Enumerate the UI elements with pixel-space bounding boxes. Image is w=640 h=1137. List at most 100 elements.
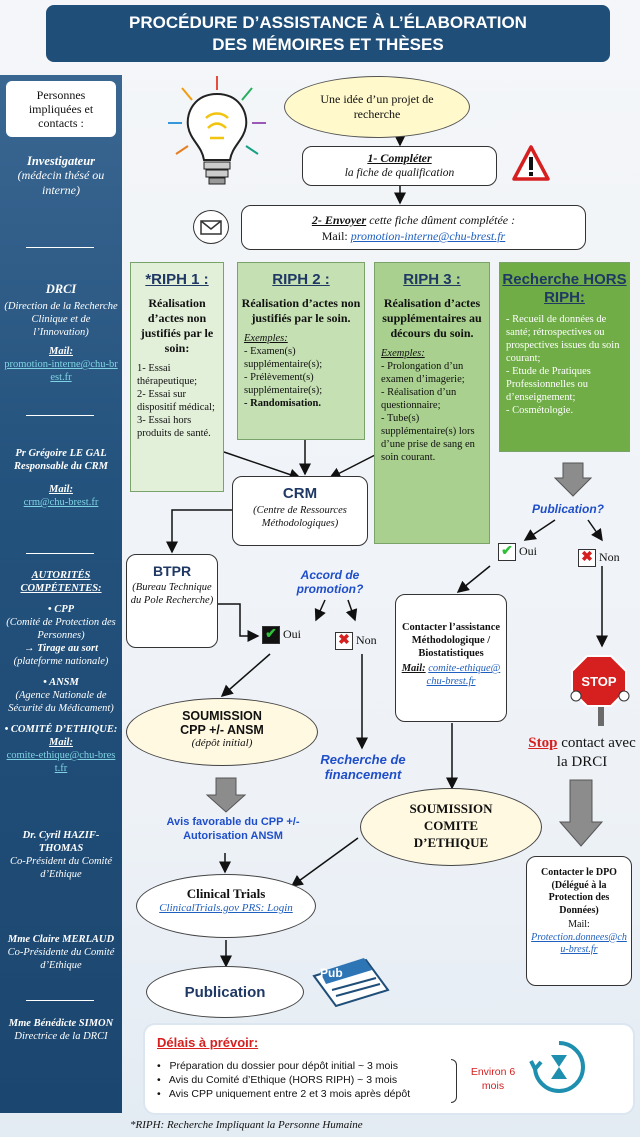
clinical-trials-title: Clinical Trials (186, 886, 266, 901)
gal-mail-link[interactable]: crm@chu-brest.fr (23, 497, 99, 508)
drci-title: DRCI (45, 282, 77, 296)
simon-name: Mme Bénédicte SIMON (8, 1018, 114, 1029)
gal-mail-label: Mail: (49, 484, 73, 495)
step2-mail: Mail: promotion-interne@chu-brest.fr (321, 229, 506, 243)
crm-box[interactable]: CRM (Centre de Ressources Méthodologique… (232, 476, 368, 546)
publication-question: Publication? (532, 502, 604, 516)
dpo-mail-link[interactable]: Protection.donnees@chu-brest.fr (531, 931, 627, 956)
investigateur-sub: (médecin thésé ou interne) (17, 168, 105, 197)
list-item: - Prélèvement(s) supplémentaire(s); (244, 372, 323, 396)
tirage-label: → Tirage au sort (24, 643, 98, 654)
riph2-box: RIPH 2 : Réalisation d’actes non justifi… (237, 262, 365, 440)
arrow-oui-to-soumission (220, 653, 271, 697)
soumission-cpp-line2: CPP +/- ANSM (180, 723, 264, 737)
publication-non[interactable]: ✖ Non (578, 549, 620, 567)
comite-label: • COMITÉ D’ETHIQUE: (4, 724, 118, 735)
riph3-box: RIPH 3 : Réalisation d’actes supplémenta… (374, 262, 490, 544)
comite-mail-label: Mail: (49, 737, 73, 748)
soumission-cpp-ellipse: SOUMISSION CPP +/- ANSM (dépôt initial) (126, 698, 318, 766)
arrow-comite-to-clinical (290, 837, 359, 887)
step1-title: 1- Compléter (367, 151, 432, 165)
accord-oui[interactable]: ✔ Oui (262, 626, 301, 644)
btpr-box[interactable]: BTPR (Bureau Technique du Pole Recherche… (126, 554, 218, 648)
contacter-assistance-box[interactable]: Contacter l’assistance Méthodologique / … (395, 594, 507, 722)
step1-box[interactable]: 1- Compléter la fiche de qualification (302, 146, 497, 186)
publication-oui[interactable]: ✔ Oui (498, 543, 537, 561)
simon-role: Directrice de la DRCI (14, 1031, 108, 1042)
pub-icon-label: Pub (320, 966, 343, 980)
sidebar-autorites: AUTORITÉS COMPÉTENTES: • CPP (Comité de … (4, 569, 118, 775)
sidebar-drci: DRCI (Direction de la Recherche Clinique… (4, 283, 118, 384)
sidebar-divider (26, 1000, 94, 1001)
title-line-2: DES MÉMOIRES ET THÈSES (212, 34, 444, 54)
sidebar: Personnes impliquées et contacts : Inves… (0, 75, 122, 1113)
delais-box: Délais à prévoir: • Préparation du dossi… (145, 1025, 633, 1113)
stop-illustration: STOP (566, 650, 636, 728)
step1-sub: la fiche de qualification (344, 167, 455, 179)
publication-text: Publication (184, 983, 266, 1001)
list-item: • Avis CPP uniquement entre 2 et 3 mois … (157, 1088, 411, 1100)
delais-list: • Préparation du dossier pour dépôt init… (157, 1059, 457, 1101)
btpr-sub: (Bureau Technique du Pole Recherche) (130, 582, 214, 606)
comite-mail-link[interactable]: comite-ethique@chu-brest.fr (6, 750, 116, 774)
arrow-riph1-to-crm (223, 451, 302, 481)
footnote: *RIPH: Recherche Impliquant la Personne … (130, 1119, 363, 1131)
dpo-box[interactable]: Contacter le DPO (Délégué à la Protectio… (526, 856, 632, 986)
sidebar-merlaud: Mme Claire MERLAUD Co-Présidente du Comi… (4, 933, 118, 972)
accord-non[interactable]: ✖ Non (335, 632, 377, 650)
stop-sign-text: STOP (581, 674, 616, 689)
delais-environ: Environ 6 mois (470, 1066, 516, 1092)
soumission-cpp-line1: SOUMISSION (182, 709, 262, 723)
envelope-icon (193, 210, 229, 244)
ansm-label: • ANSM (43, 677, 79, 688)
soumission-cpp-line3: (dépôt initial) (191, 737, 253, 749)
arrow-accord-to-non (345, 599, 358, 622)
cpp-label: • CPP (47, 604, 75, 615)
accord-question: Accord de promotion? (296, 568, 364, 596)
pub-newspaper-illustration: Pub (306, 950, 392, 1008)
cross-icon: ✖ (335, 632, 353, 650)
hourglass-cycle-icon (529, 1037, 589, 1097)
crm-title: CRM (282, 485, 318, 502)
recherche-financement: Recherche de financement (320, 752, 406, 782)
riph3-subtitle: Réalisation d’actes supplémentaires au d… (382, 296, 482, 340)
title-banner: PROCÉDURE D’ASSISTANCE À L’ÉLABORATION D… (46, 5, 610, 62)
step2-mail-link[interactable]: promotion-interne@chu-brest.fr (350, 229, 506, 243)
grey-arrow-hors-riph (553, 462, 593, 497)
merlaud-name: Mme Claire MERLAUD (7, 934, 115, 945)
sidebar-divider (26, 553, 94, 554)
grey-arrow-stop (558, 779, 604, 847)
delais-brace (451, 1059, 457, 1103)
arrow-oui-to-contacter (456, 565, 491, 593)
list-item: - Tube(s) supplémentaire(s) lors d’une p… (381, 413, 475, 463)
arrow-pub-to-non (587, 519, 603, 542)
grey-arrow-soumission (205, 777, 247, 813)
riph2-list: Exemples: - Examen(s) supplémentaire(s);… (238, 332, 364, 410)
clinical-trials-ellipse[interactable]: Clinical Trials ClinicalTrials.gov PRS: … (136, 874, 316, 938)
crm-sub: (Centre de Ressources Méthodologiques) (253, 505, 347, 529)
cross-icon: ✖ (578, 549, 596, 567)
hors-riph-list: - Recueil de données de santé; rétrospec… (500, 313, 629, 417)
drci-desc: (Direction de la Recherche Clinique et d… (4, 301, 118, 338)
step2-box[interactable]: 2- Envoyer cette fiche dûment complétée … (241, 205, 586, 250)
idea-cloud: Une idée d’un projet de recherche (284, 76, 470, 138)
drci-mail-label: Mail: (49, 346, 73, 357)
stop-sign-icon: STOP (570, 655, 630, 726)
riph3-title: RIPH 3 : (403, 271, 461, 288)
autorites-title: AUTORITÉS COMPÉTENTES: (20, 570, 102, 594)
publication-ellipse: Publication (146, 966, 304, 1018)
arrow-accord-to-oui (314, 599, 326, 622)
avis-favorable: Avis favorable du CPP +/- Autorisation A… (166, 816, 300, 842)
dpo-mail-label: Mail: (568, 919, 590, 930)
list-item: - Prolongation d’un examen d’imagerie; (381, 361, 465, 385)
warning-icon (512, 145, 550, 181)
contacter-assistance-mail-link[interactable]: comite-ethique@chu-brest.fr (426, 663, 501, 687)
arrow-pub-to-oui (523, 519, 556, 541)
drci-mail-link[interactable]: promotion-interne@chu-brest.fr (4, 359, 118, 383)
riph1-subtitle: Réalisation d’actes non justifiés par le… (140, 296, 214, 355)
contacter-assistance-mail: Mail: comite-ethique@chu-brest.fr (401, 663, 501, 687)
clinical-trials-link[interactable]: ClinicalTrials.gov PRS: Login (159, 902, 293, 914)
list-item: 1- Essai thérapeutique; (137, 363, 198, 387)
hors-riph-box: Recherche HORS RIPH: - Recueil de donnée… (499, 262, 630, 452)
